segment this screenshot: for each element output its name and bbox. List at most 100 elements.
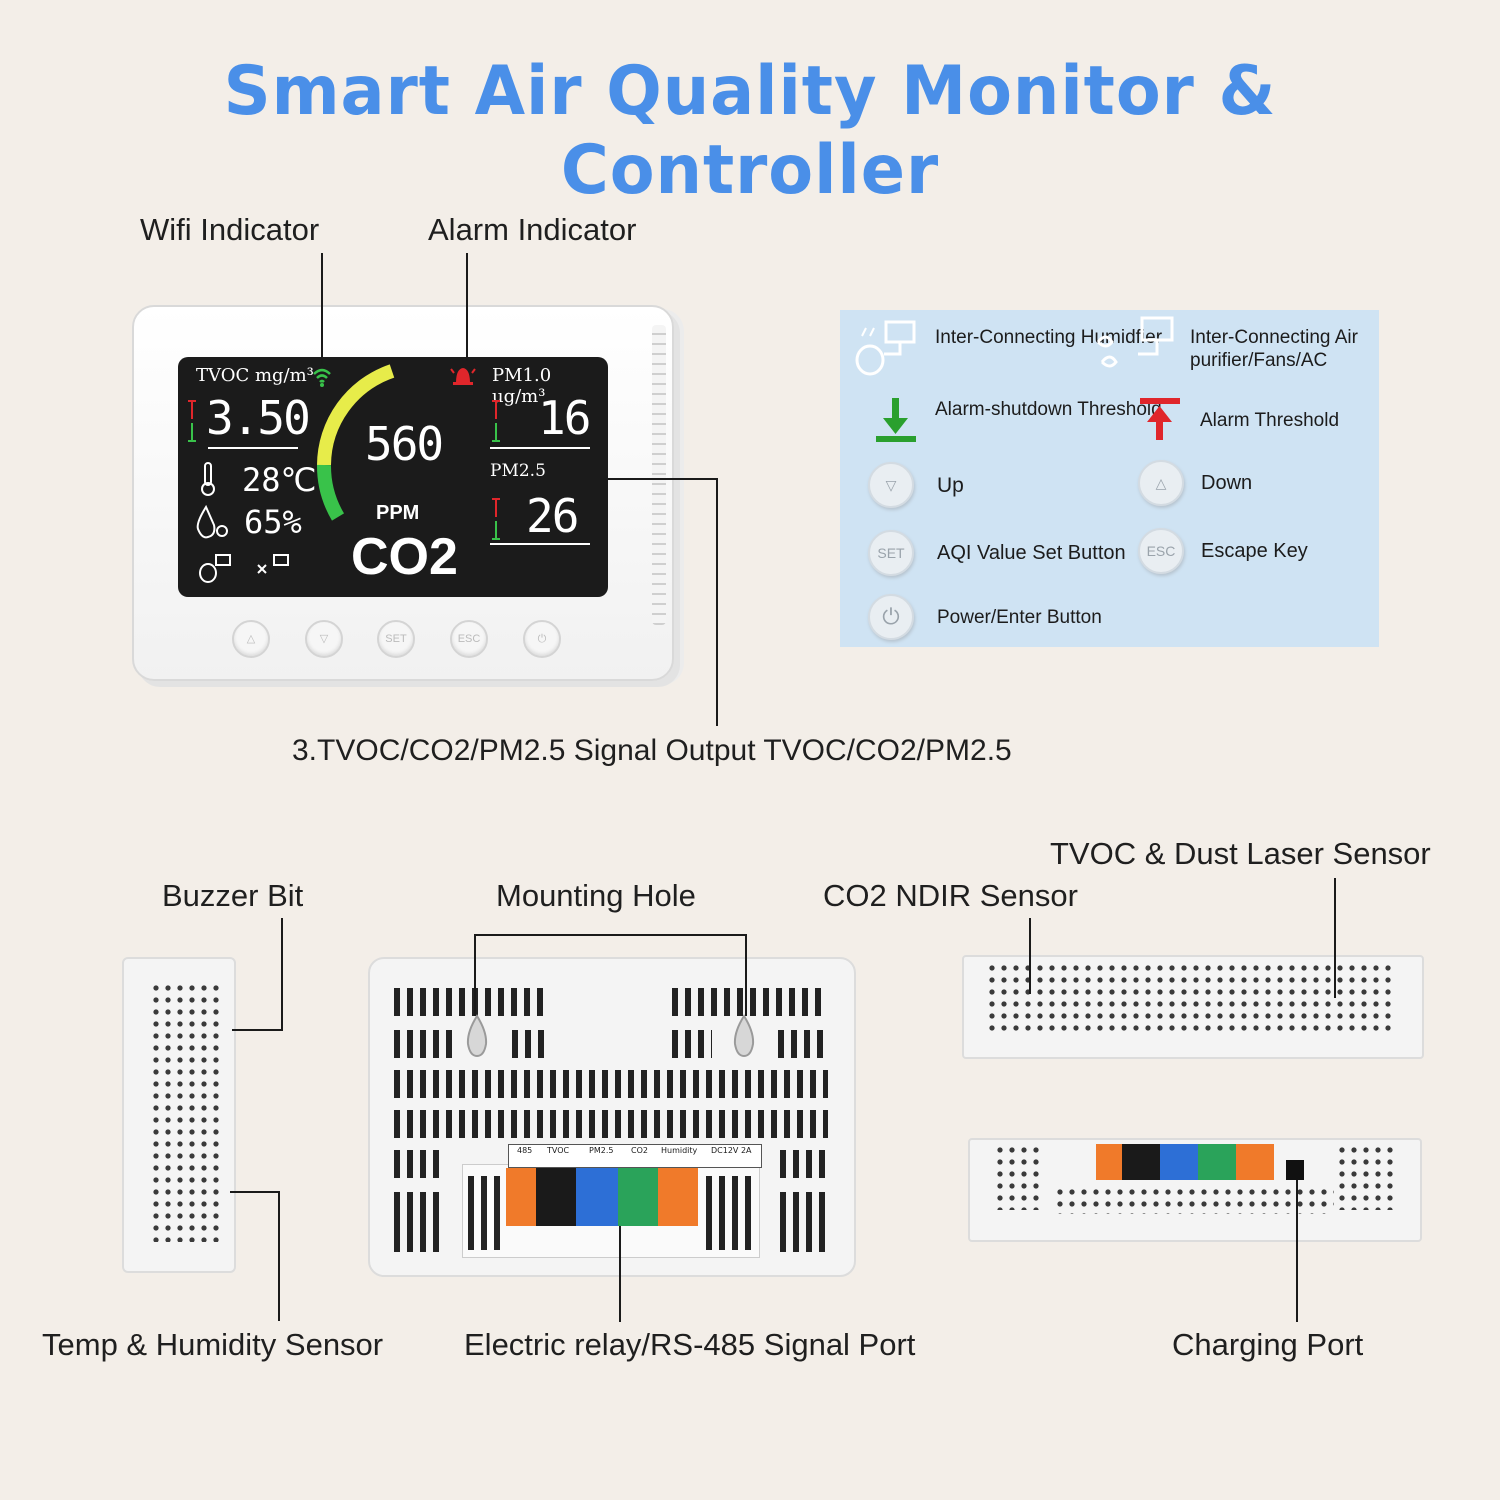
- mounting-leader-v-right: [745, 934, 747, 1016]
- set-button[interactable]: SET: [377, 620, 415, 658]
- mounting-leader-v-left: [474, 934, 476, 1016]
- back-vents-row: [394, 1110, 828, 1138]
- pm25-value: 26: [526, 489, 579, 543]
- up-button[interactable]: △: [232, 620, 270, 658]
- back-vents-row: [394, 1070, 828, 1098]
- charging-leader: [1296, 1180, 1298, 1322]
- back-vents-row: [706, 1176, 752, 1250]
- bottom-vent-dots: [1336, 1144, 1396, 1210]
- mounting-hole-icon: [733, 1014, 755, 1058]
- co2-unit: PPM: [376, 502, 420, 524]
- signal-leader-h: [600, 478, 718, 480]
- wifi-icon: [313, 368, 331, 387]
- buzzer-callout: Buzzer Bit: [162, 878, 304, 913]
- co2-sensor-leader: [1029, 918, 1031, 994]
- terminal-group-pm25: PM2.5: [589, 1146, 614, 1155]
- thermometer-icon: [201, 462, 215, 496]
- back-vents-row: [780, 1192, 828, 1252]
- legend-set-label: AQI Value Set Button: [937, 542, 1126, 564]
- tvoc-value: 3.50: [206, 391, 311, 445]
- temperature-value: 28℃: [242, 461, 317, 499]
- legend-esc-label: Escape Key: [1201, 540, 1308, 562]
- back-vents-row: [512, 1030, 546, 1058]
- back-vents-row: [672, 1030, 712, 1058]
- connected-devices-icon: [199, 554, 289, 583]
- humidity-value: 65%: [244, 503, 302, 541]
- lcd-screen: TVOC mg/m³ 3.50 28℃ 65% 560 PPM CO2: [178, 357, 608, 597]
- buzzer-leader-h: [232, 1029, 283, 1031]
- terminal-block-black: [1122, 1144, 1160, 1180]
- legend-esc-button-icon: ESC: [1138, 528, 1184, 574]
- bottom-vent-dots: [1054, 1186, 1334, 1214]
- power-button[interactable]: ⏻: [523, 620, 561, 658]
- legend-down: Down: [1201, 472, 1253, 494]
- legend-power-button-icon: ⏻: [868, 594, 914, 640]
- page-title: Smart Air Quality Monitor & Controller: [223, 52, 1277, 210]
- back-vents-row: [778, 1030, 828, 1058]
- terminal-block-orange: [1236, 1144, 1274, 1180]
- temp-leader-v: [278, 1191, 280, 1321]
- relay-port-callout: Electric relay/RS-485 Signal Port: [464, 1327, 916, 1362]
- tvoc-dust-leader: [1334, 878, 1336, 998]
- back-vents-row: [394, 988, 544, 1016]
- relay-leader-line: [619, 1226, 621, 1322]
- pm25-underline: [490, 543, 590, 545]
- legend-up-button-icon: ▽: [868, 462, 914, 508]
- terminal-block-blue: [576, 1168, 618, 1226]
- temp-leader-h: [230, 1191, 280, 1193]
- legend-purifier: Inter-Connecting Air purifier/Fans/AC: [1190, 327, 1358, 371]
- legend-up: Up: [937, 474, 964, 497]
- threshold-marks-icon: [188, 400, 196, 442]
- terminal-group-co2: CO2: [631, 1146, 648, 1155]
- humidifier-icon: [855, 320, 916, 376]
- alarm-shutdown-icon: [876, 398, 916, 442]
- signal-leader-v: [716, 478, 718, 726]
- pm10-value: 16: [538, 391, 591, 445]
- tvoc-label: TVOC mg/m³: [196, 365, 314, 386]
- wifi-indicator-callout: Wifi Indicator: [140, 212, 320, 247]
- legend-down-button-icon: △: [1138, 460, 1184, 506]
- tvoc-dust-sensor-callout: TVOC & Dust Laser Sensor: [1050, 836, 1431, 871]
- pm25-threshold-marks-icon: [492, 498, 500, 540]
- back-vents-row: [394, 1192, 442, 1252]
- terminal-block-orange: [506, 1168, 536, 1226]
- side-vent-dots: [150, 982, 222, 1242]
- legend-panel: Inter-Connecting Humidfier Inter-Connect…: [840, 310, 1379, 647]
- terminal-block-orange: [658, 1168, 698, 1226]
- down-button[interactable]: ▽: [305, 620, 343, 658]
- legend-humidifier: Inter-Connecting Humidfier: [935, 327, 1163, 348]
- terminal-block-blue: [1160, 1144, 1198, 1180]
- legend-alarm-threshold: Alarm Threshold: [1200, 410, 1340, 431]
- legend-set-button-icon: SET: [868, 530, 914, 576]
- alarm-bell-icon: [450, 368, 476, 385]
- side-vents: [652, 325, 666, 625]
- wifi-leader-line: [321, 253, 323, 365]
- bottom-vent-dots: [994, 1144, 1044, 1210]
- terminal-block-green: [618, 1168, 658, 1226]
- back-vents-row: [468, 1176, 504, 1250]
- back-vents-row: [672, 988, 828, 1016]
- charging-port-jack: [1286, 1160, 1304, 1180]
- charging-port-callout: Charging Port: [1172, 1327, 1364, 1362]
- mounting-hole-callout: Mounting Hole: [496, 878, 696, 913]
- tvoc-underline: [208, 447, 298, 449]
- terminal-block-green: [1198, 1144, 1236, 1180]
- back-vents-row: [394, 1150, 442, 1178]
- air-purifier-fan-icon: [1096, 316, 1174, 368]
- terminal-group-485: 485: [517, 1146, 533, 1155]
- pm10-label: PM1.0 ug/m³: [492, 365, 552, 407]
- esc-button[interactable]: ESC: [450, 620, 488, 658]
- mounting-leader-h: [474, 934, 747, 936]
- terminal-group-humidity: Humidity: [661, 1146, 698, 1155]
- pm25-label: PM2.5: [490, 461, 546, 481]
- back-vents-row: [780, 1150, 828, 1178]
- mounting-hole-icon: [466, 1014, 488, 1058]
- terminal-block-orange: [1096, 1144, 1122, 1180]
- co2-label: CO2: [351, 528, 458, 586]
- alarm-threshold-icon: [1140, 398, 1180, 440]
- co2-value: 560: [365, 417, 444, 471]
- legend-alarm-shutdown: Alarm-shutdown Threshold: [935, 399, 1162, 420]
- signal-output-callout: 3.TVOC/CO2/PM2.5 Signal Output TVOC/CO2/…: [292, 734, 1012, 767]
- terminal-group-dc12v: DC12V 2A: [711, 1146, 752, 1155]
- top-vent-dots: [986, 962, 1394, 1034]
